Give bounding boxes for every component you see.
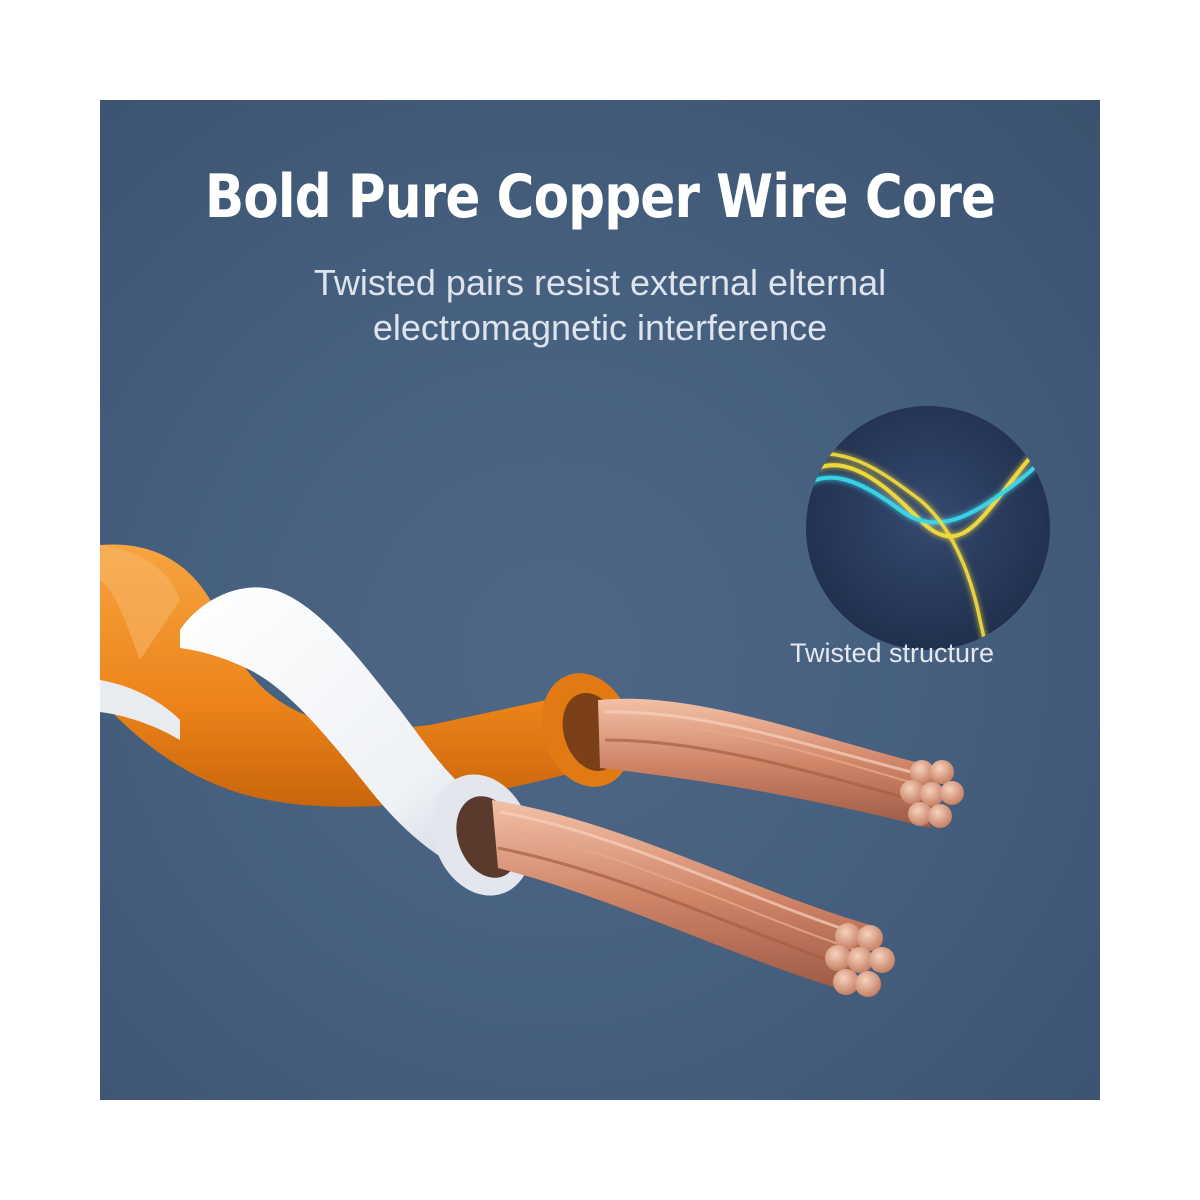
white-wire [100,587,895,997]
orange-wire [100,544,964,828]
product-banner: Bold Pure Copper Wire Core Twisted pairs… [100,100,1100,1100]
inset-label: Twisted structure [790,638,995,668]
wire-illustration [100,406,1050,997]
white-wire-strand-tips [825,923,895,997]
banner-title: Bold Pure Copper Wire Core [204,162,996,232]
banner-subtitle-line-2: electromagnetic interference [372,307,828,348]
banner-subtitle: Twisted pairs resist external elternal e… [100,260,1100,350]
banner-subtitle-line-1: Twisted pairs resist external elternal [313,262,887,303]
orange-wire-strand-tips [900,760,964,828]
